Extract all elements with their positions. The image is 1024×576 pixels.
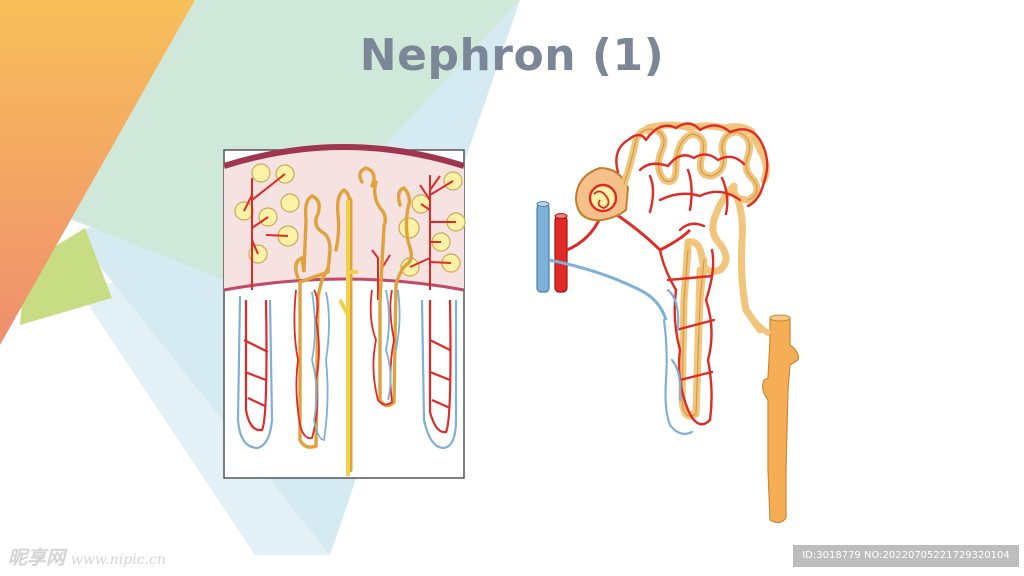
venule (548, 258, 668, 321)
slide-title: Nephron (1) (359, 30, 665, 81)
renal-vein (536, 203, 550, 293)
peritubular-capillaries (293, 289, 401, 441)
renal-capsule (223, 144, 465, 169)
glomerulus (251, 163, 271, 183)
cortical-vessels (243, 173, 456, 300)
cortex-medulla-boundary (223, 277, 465, 292)
kidney-section (223, 144, 466, 479)
bg-triangle-mint (60, 0, 520, 290)
single-nephron (536, 121, 799, 524)
distal-tubule (734, 196, 764, 334)
vasa-recta-right (420, 299, 458, 450)
loop-of-henle (678, 246, 708, 420)
bg-triangle-lime (20, 228, 112, 325)
vasa-recta-left (236, 295, 274, 450)
watermark-brand-text: 昵享网 (8, 547, 66, 569)
collecting-duct (338, 200, 358, 476)
watermark-url: www.nipic.cn (71, 552, 166, 568)
watermark-brand: 昵享网 www.nipic.cn (8, 543, 166, 570)
venous-network (662, 288, 694, 435)
renal-artery (554, 215, 568, 293)
watermark-id-badge: ID:3018779 NO:20220705221729320104 (793, 545, 1019, 567)
collecting-duct-right (743, 308, 799, 524)
capillary-network (615, 122, 769, 426)
glomeruli (234, 163, 466, 277)
glomerulus (398, 217, 420, 239)
bowmans-capsule (574, 166, 630, 222)
afferent-arteriole (566, 217, 602, 252)
bg-triangle-warm (0, 0, 195, 345)
glomerulus (280, 193, 300, 213)
